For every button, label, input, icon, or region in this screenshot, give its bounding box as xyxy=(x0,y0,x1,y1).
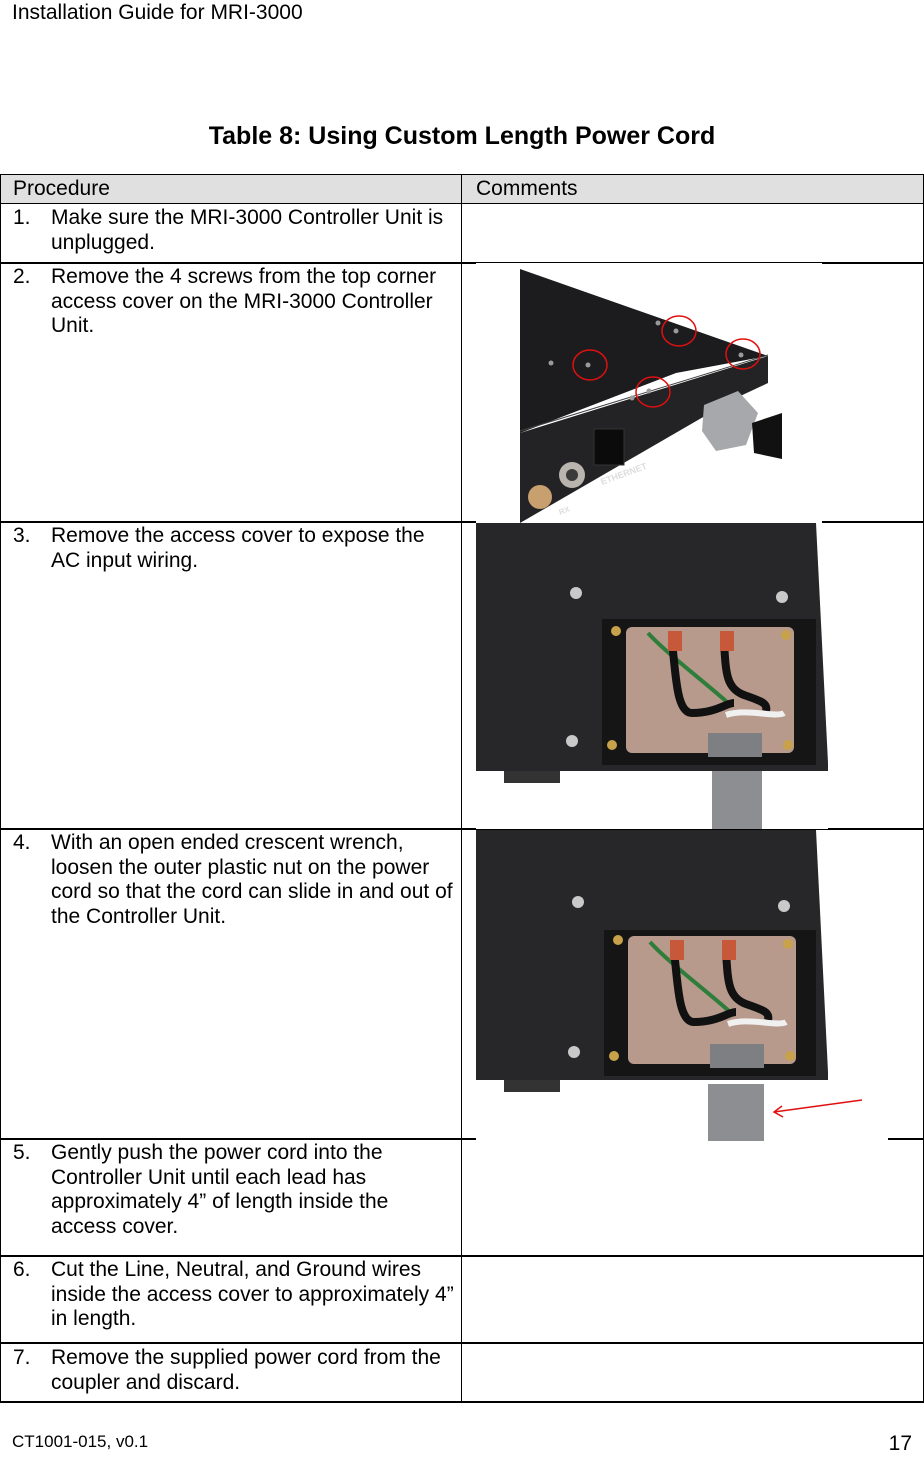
procedure-cell: 1. Make sure the MRI-3000 Controller Uni… xyxy=(1,204,462,263)
screw-highlight-circles xyxy=(572,315,761,408)
table-title: Table 8: Using Custom Length Power Cord xyxy=(208,122,716,150)
procedure-cell: 5. Gently push the power cord into the C… xyxy=(1,1139,462,1256)
step-text: Remove the access cover to expose the AC… xyxy=(51,524,425,572)
table-row: 7. Remove the supplied power cord from t… xyxy=(0,1344,924,1402)
step-number: 2. xyxy=(13,265,31,288)
procedure-cell: 2. Remove the 4 screws from the top corn… xyxy=(1,263,462,522)
photo-loosen-plastic-nut xyxy=(476,830,888,1141)
step-number: 7. xyxy=(13,1346,31,1369)
row-divider xyxy=(0,1401,924,1403)
comment-cell xyxy=(462,204,923,263)
procedure-cell: 3. Remove the access cover to expose the… xyxy=(1,522,462,829)
procedure-cell: 4. With an open ended crescent wrench, l… xyxy=(1,829,462,1139)
row-divider xyxy=(0,521,924,523)
step-text: Cut the Line, Neutral, and Ground wires … xyxy=(51,1258,454,1330)
table-row: 5. Gently push the power cord into the C… xyxy=(0,1139,924,1256)
procedure-cell: 7. Remove the supplied power cord from t… xyxy=(1,1344,462,1402)
comment-cell xyxy=(462,1256,923,1343)
step-text: Gently push the power cord into the Cont… xyxy=(51,1141,389,1238)
footer-doc-id: CT1001-015, v0.1 xyxy=(12,1432,149,1451)
step-number: 4. xyxy=(13,831,31,854)
red-arrow-annotation xyxy=(772,1099,863,1118)
table-header-row: Procedure Comments xyxy=(0,174,924,204)
row-divider xyxy=(0,1138,924,1140)
row-divider xyxy=(0,1342,924,1344)
table-row: 2. Remove the 4 screws from the top corn… xyxy=(0,263,924,522)
row-divider xyxy=(0,262,924,264)
row-divider xyxy=(0,1255,924,1257)
table-row: 6. Cut the Line, Neutral, and Ground wir… xyxy=(0,1256,924,1343)
step-number: 1. xyxy=(13,206,31,229)
table-row: 1. Make sure the MRI-3000 Controller Uni… xyxy=(0,204,924,263)
table-row: 3. Remove the access cover to expose the… xyxy=(0,522,924,829)
comment-cell xyxy=(462,1344,923,1402)
step-number: 5. xyxy=(13,1141,31,1164)
procedure-cell: 6. Cut the Line, Neutral, and Ground wir… xyxy=(1,1256,462,1343)
column-header-comments: Comments xyxy=(476,177,578,200)
row-divider xyxy=(0,828,924,830)
rx-label: RX xyxy=(558,504,572,516)
comment-cell xyxy=(462,1139,923,1256)
step-text: Remove the 4 screws from the top corner … xyxy=(51,265,437,337)
step-text: Remove the supplied power cord from the … xyxy=(51,1346,441,1394)
plastic-nut-illustration xyxy=(476,830,863,1141)
column-header-procedure: Procedure xyxy=(1,175,462,203)
step-text: With an open ended crescent wrench, loos… xyxy=(51,831,453,928)
step-number: 6. xyxy=(13,1258,31,1281)
photo-open-access-cover xyxy=(476,523,828,829)
photo-controller-screws: ETHERNET RX xyxy=(476,263,822,523)
access-cover-wiring-illustration xyxy=(476,523,828,829)
controller-corner-illustration: ETHERNET RX xyxy=(519,269,782,523)
step-number: 3. xyxy=(13,524,31,547)
footer-page-number: 17 xyxy=(888,1432,912,1455)
step-text: Make sure the MRI-3000 Controller Unit i… xyxy=(51,206,444,254)
page-header-title: Installation Guide for MRI-3000 xyxy=(12,1,303,24)
